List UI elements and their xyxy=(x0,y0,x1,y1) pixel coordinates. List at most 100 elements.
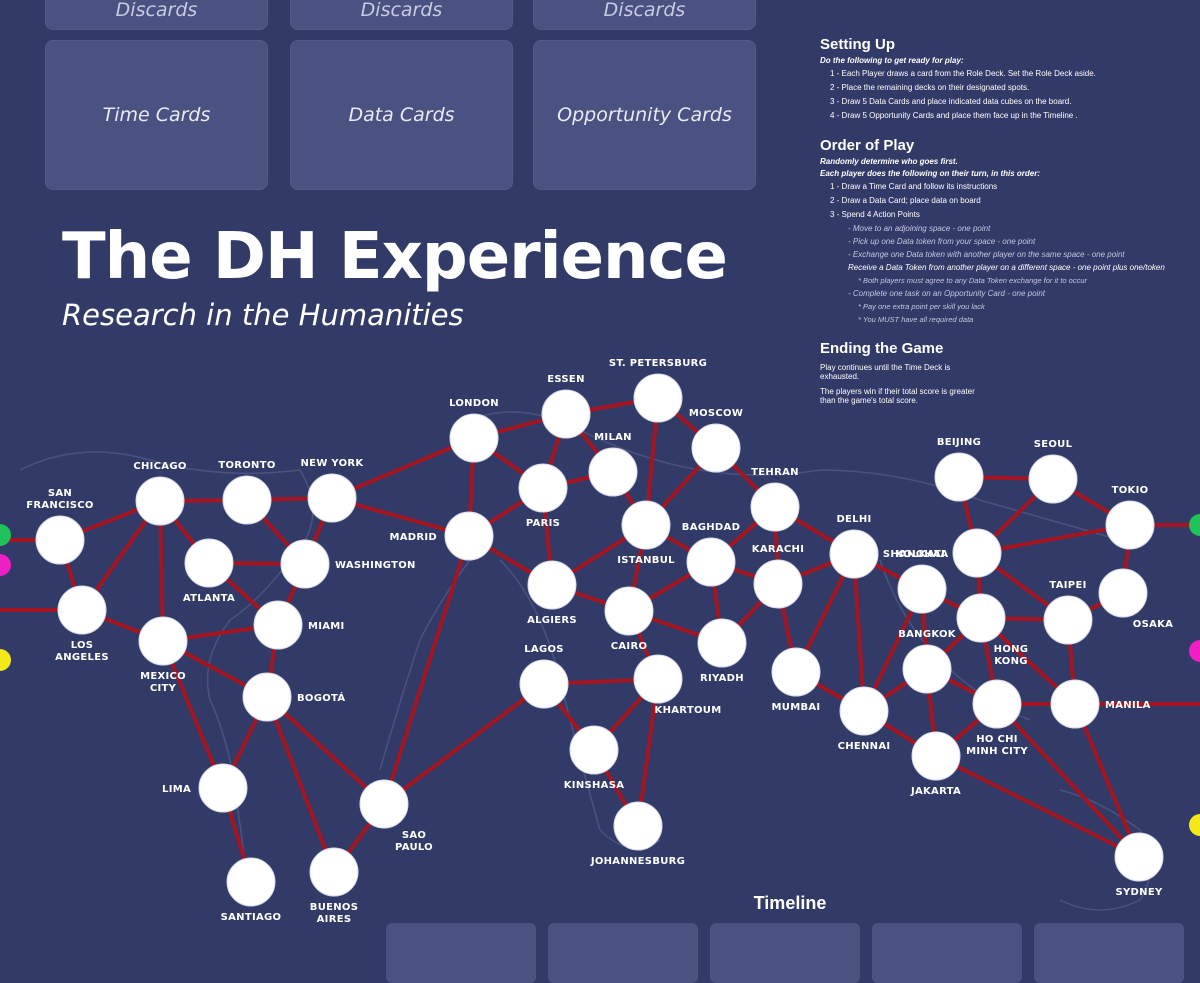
city-chi[interactable]: CHICAGO xyxy=(133,461,186,526)
time-discard-slot[interactable]: Discards xyxy=(45,0,268,30)
city-node[interactable] xyxy=(307,473,357,523)
city-alg[interactable]: ALGIERS xyxy=(527,560,577,626)
city-node[interactable] xyxy=(902,644,952,694)
city-bog[interactable]: BOGOTÁ xyxy=(242,672,345,722)
city-bkk[interactable]: BANGKOK xyxy=(898,629,957,694)
city-lon[interactable]: LONDON xyxy=(449,398,499,463)
player-marker-yellow[interactable] xyxy=(0,649,11,671)
city-node[interactable] xyxy=(1043,595,1093,645)
city-tor[interactable]: TORONTO xyxy=(218,460,275,525)
city-ist[interactable]: ISTANBUL xyxy=(617,500,675,566)
city-sha[interactable]: SHANGHAI xyxy=(883,528,1002,578)
city-che[interactable]: CHENNAI xyxy=(838,686,891,752)
city-node[interactable] xyxy=(519,659,569,709)
city-node[interactable] xyxy=(956,593,1006,643)
city-node[interactable] xyxy=(541,389,591,439)
timeline-slot-2[interactable] xyxy=(548,923,698,983)
city-mos[interactable]: MOSCOW xyxy=(689,408,743,473)
city-mad[interactable]: MADRID xyxy=(389,511,494,561)
city-node[interactable] xyxy=(753,559,803,609)
time-cards-deck[interactable]: Time Cards xyxy=(45,40,268,190)
city-node[interactable] xyxy=(226,857,276,907)
timeline-slot-1[interactable] xyxy=(386,923,536,983)
city-seo[interactable]: SEOUL xyxy=(1028,439,1078,504)
city-mil[interactable]: MILAN xyxy=(588,432,638,497)
city-node[interactable] xyxy=(280,539,330,589)
city-node[interactable] xyxy=(750,482,800,532)
city-jak[interactable]: JAKARTA xyxy=(910,731,961,797)
city-node[interactable] xyxy=(934,452,984,502)
city-kin[interactable]: KINSHASA xyxy=(564,725,625,791)
city-lag[interactable]: LAGOS xyxy=(519,644,569,709)
city-tai[interactable]: TAIPEI xyxy=(1043,580,1093,645)
city-bei[interactable]: BEIJING xyxy=(934,437,984,502)
city-node[interactable] xyxy=(184,538,234,588)
city-kha[interactable]: KHARTOUM xyxy=(633,654,721,716)
city-node[interactable] xyxy=(588,447,638,497)
city-node[interactable] xyxy=(771,647,821,697)
player-marker-green[interactable] xyxy=(1189,514,1200,536)
city-node[interactable] xyxy=(569,725,619,775)
opportunity-cards-deck[interactable]: Opportunity Cards xyxy=(533,40,756,190)
city-ny[interactable]: NEW YORK xyxy=(301,458,365,523)
city-node[interactable] xyxy=(633,654,683,704)
city-was[interactable]: WASHINGTON xyxy=(280,539,416,589)
city-node[interactable] xyxy=(1105,500,1155,550)
city-tok[interactable]: TOKIO xyxy=(1105,485,1155,550)
city-node[interactable] xyxy=(57,585,107,635)
timeline-slot-5[interactable] xyxy=(1034,923,1184,983)
city-node[interactable] xyxy=(686,537,736,587)
player-marker-magenta[interactable] xyxy=(0,554,11,576)
city-node[interactable] xyxy=(35,515,85,565)
city-node[interactable] xyxy=(829,529,879,579)
city-stp[interactable]: ST. PETERSBURG xyxy=(609,358,707,423)
data-cards-deck[interactable]: Data Cards xyxy=(290,40,513,190)
city-node[interactable] xyxy=(242,672,292,722)
city-node[interactable] xyxy=(253,600,303,650)
city-node[interactable] xyxy=(1050,679,1100,729)
city-node[interactable] xyxy=(613,801,663,851)
timeline-slot-4[interactable] xyxy=(872,923,1022,983)
data-discard-slot[interactable]: Discards xyxy=(290,0,513,30)
city-node[interactable] xyxy=(604,586,654,636)
city-man[interactable]: MANILA xyxy=(1050,679,1151,729)
city-node[interactable] xyxy=(972,679,1022,729)
city-node[interactable] xyxy=(1114,832,1164,882)
player-marker-green[interactable] xyxy=(0,524,11,546)
city-kar[interactable]: KARACHI xyxy=(752,544,804,609)
city-mia[interactable]: MIAMI xyxy=(253,600,345,650)
city-san[interactable]: SANTIAGO xyxy=(221,857,282,923)
city-node[interactable] xyxy=(135,476,185,526)
city-node[interactable] xyxy=(527,560,577,610)
city-node[interactable] xyxy=(911,731,961,781)
city-node[interactable] xyxy=(633,373,683,423)
city-joh[interactable]: JOHANNESBURG xyxy=(590,801,685,867)
city-node[interactable] xyxy=(621,500,671,550)
city-node[interactable] xyxy=(222,475,272,525)
city-node[interactable] xyxy=(444,511,494,561)
city-node[interactable] xyxy=(138,616,188,666)
city-lim[interactable]: LIMA xyxy=(162,763,248,813)
city-atl[interactable]: ATLANTA xyxy=(183,538,235,604)
city-cai[interactable]: CAIRO xyxy=(604,586,654,652)
city-node[interactable] xyxy=(198,763,248,813)
city-osa[interactable]: OSAKA xyxy=(1098,568,1173,630)
city-teh[interactable]: TEHRAN xyxy=(750,467,800,532)
city-kol[interactable]: KOLKATA xyxy=(896,549,949,614)
city-node[interactable] xyxy=(839,686,889,736)
player-marker-magenta[interactable] xyxy=(1189,640,1200,662)
city-riy[interactable]: RIYADH xyxy=(697,618,747,684)
city-par[interactable]: PARIS xyxy=(518,463,568,529)
city-node[interactable] xyxy=(897,564,947,614)
city-node[interactable] xyxy=(1028,454,1078,504)
city-node[interactable] xyxy=(697,618,747,668)
opportunity-discard-slot[interactable]: Discards xyxy=(533,0,756,30)
city-node[interactable] xyxy=(359,779,409,829)
city-mum[interactable]: MUMBAI xyxy=(771,647,821,713)
city-node[interactable] xyxy=(1098,568,1148,618)
